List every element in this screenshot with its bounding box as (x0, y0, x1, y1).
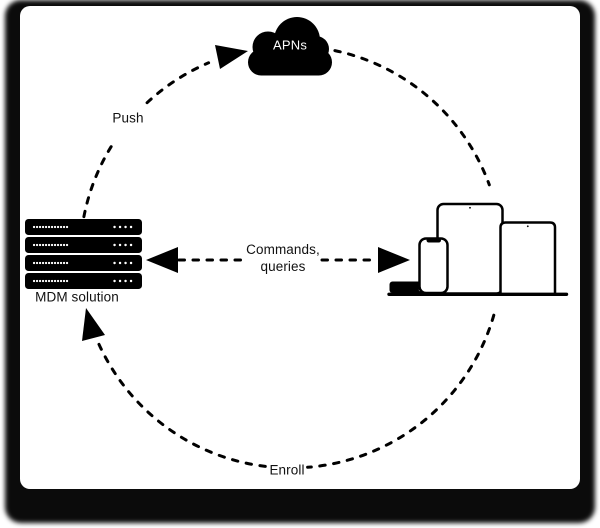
devices-icon-group (387, 202, 569, 296)
mdm-solution-label: MDM solution (35, 289, 119, 305)
arrowhead-to-mdm-horizontal-icon (146, 247, 178, 273)
macbook-icon (499, 221, 557, 293)
iphone-notch-icon (426, 238, 441, 243)
server-rack-icon (25, 219, 142, 289)
arc-mdm-to-apns-upper (145, 61, 211, 105)
arrowhead-to-apns-icon (215, 45, 248, 69)
commands-queries-label: Commands, queries (246, 242, 320, 274)
push-label: Push (112, 110, 144, 126)
apns-label: APNs (272, 37, 308, 53)
apns-cloud-icon (248, 17, 332, 76)
arc-apns-to-devices (333, 49, 491, 187)
arc-devices-to-enroll (306, 313, 496, 469)
iphone-icon (418, 237, 449, 295)
arc-enroll-to-mdm (96, 341, 267, 468)
enroll-label: Enroll (269, 462, 305, 478)
macbook-camera-icon (526, 225, 529, 228)
ipad-camera-icon (469, 206, 471, 209)
arrowhead-to-devices-icon (378, 247, 410, 273)
arrowhead-to-mdm-icon (82, 308, 105, 341)
arc-mdm-to-apns-lower (82, 140, 116, 219)
